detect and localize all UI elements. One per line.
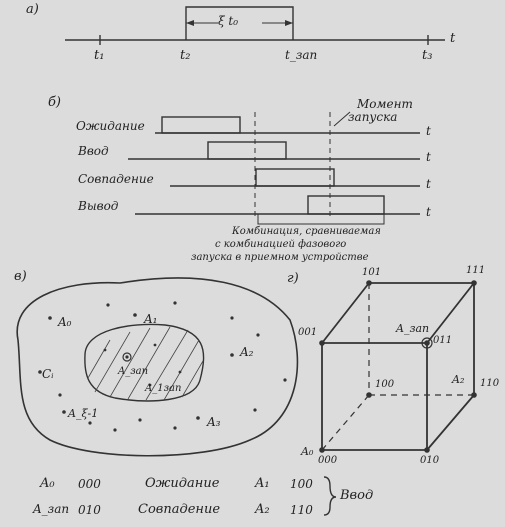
- edge-011-111: [426, 282, 475, 344]
- panel-v-graphics: [16, 277, 299, 457]
- moment-pointer: [333, 111, 351, 127]
- outer-points: [38, 301, 287, 432]
- signal-label-output: Вывод: [78, 199, 119, 213]
- legend-sym-a-zap: A_зап: [33, 502, 70, 516]
- axis-label-match: t: [426, 177, 431, 191]
- axis-label-output: t: [426, 205, 431, 219]
- tick-label-t3: t₃: [422, 48, 433, 63]
- vertex-011-ring: [421, 337, 433, 349]
- panel-b-label: б): [48, 95, 62, 110]
- legend-code-000: 000: [78, 477, 101, 491]
- panel-a-axis-label: t: [450, 31, 456, 46]
- panel-a-graphics: [65, 6, 445, 45]
- pulse-output: [307, 195, 385, 215]
- legend-group-input: Ввод: [340, 488, 374, 503]
- signal-label-wait: Ожидание: [76, 119, 145, 133]
- pulse-duration-label: ξ t₀: [218, 14, 239, 28]
- legend-code-010: 010: [78, 503, 101, 517]
- pulse-wait: [161, 116, 241, 134]
- vertex-000: 000: [318, 455, 338, 466]
- point-a-xi-1: A_ξ-1: [68, 407, 99, 420]
- vertex-011: 011: [433, 335, 453, 346]
- vertex-111: 111: [466, 265, 486, 276]
- point-ci: Cᵢ: [42, 367, 54, 381]
- vertex-label-a-zap: A_зап: [396, 322, 430, 335]
- cube-vertices: [319, 280, 477, 453]
- tick-label-tzap: t_зап: [285, 48, 318, 62]
- legend-name-match: Совпадение: [138, 502, 221, 517]
- panel-v-label: в): [14, 269, 27, 284]
- signal-label-input: Ввод: [78, 144, 109, 158]
- arrowhead-left: [186, 20, 194, 26]
- inner-set-boundary: [84, 323, 205, 402]
- vertex-010: 010: [420, 455, 440, 466]
- panel-g-label: г): [287, 271, 299, 286]
- hidden-edges: [321, 283, 474, 451]
- tick-label-t2: t₂: [180, 48, 191, 63]
- vertex-100: 100: [375, 379, 395, 390]
- tick-label-t1: t₁: [94, 48, 105, 63]
- legend-code-100: 100: [290, 477, 313, 491]
- pulse-input: [207, 141, 287, 160]
- arrowhead-right: [285, 20, 293, 26]
- legend-sym-a2: A₂: [255, 502, 270, 517]
- edge-001-101: [321, 282, 370, 344]
- inner-hatching: [87, 326, 204, 401]
- legend-sym-a0: A₀: [40, 476, 55, 491]
- pulse-match: [255, 168, 335, 187]
- legend-name-wait: Ожидание: [145, 476, 220, 491]
- legend-code-110: 110: [290, 503, 313, 517]
- panel-a-label: а): [26, 2, 39, 17]
- panel-g-graphics: [319, 280, 477, 453]
- point-a1: A₁: [144, 312, 158, 326]
- vertex-001: 001: [298, 327, 318, 338]
- edge-010-110: [426, 394, 475, 451]
- vertex-110: 110: [480, 378, 500, 389]
- moment-label-2: запуска: [348, 110, 398, 124]
- point-a2: A₂: [240, 345, 254, 359]
- axis-label-input: t: [426, 150, 431, 164]
- panel-b-graphics: [128, 111, 420, 225]
- point-a-zap: A_зап: [118, 366, 149, 377]
- legend-brace: [323, 476, 337, 516]
- axis-label-wait: t: [426, 124, 431, 138]
- vertex-101: 101: [362, 267, 382, 278]
- vertex-label-a2: A₂: [452, 373, 465, 386]
- outer-set-boundary: [16, 277, 299, 457]
- point-a0: A₀: [58, 315, 72, 329]
- vertex-label-a0: A₀: [301, 445, 314, 458]
- point-a-1zap: A_1зап: [145, 383, 182, 394]
- caption-line-3: запуска в приемном устройстве: [191, 252, 369, 263]
- caption-line-1: Комбинация, сравниваемая: [232, 226, 381, 237]
- point-a3: A₃: [207, 415, 221, 429]
- caption-bracket: [257, 214, 385, 225]
- signal-label-match: Совпадение: [78, 172, 154, 186]
- legend-sym-a1: A₁: [255, 476, 270, 491]
- moment-label-1: Момент: [357, 97, 413, 111]
- caption-line-2: с комбинацией фазового: [215, 239, 347, 250]
- a-zap-dot: [125, 355, 129, 359]
